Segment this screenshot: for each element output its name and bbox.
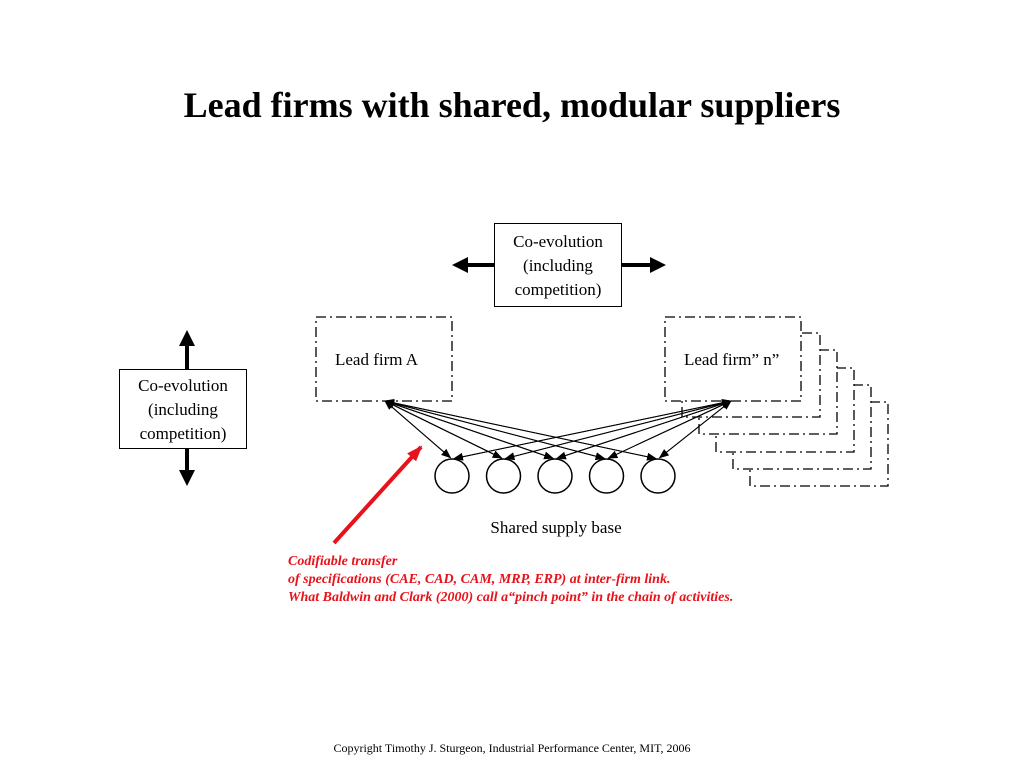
pinch-point-note: Codifiable transfer of specifications (C… xyxy=(288,553,733,607)
connection-arrow-to-supplier xyxy=(452,400,732,461)
supplier-circles xyxy=(434,458,676,494)
supplier-circle xyxy=(588,458,625,494)
coevolution-top-line-3: competition) xyxy=(514,280,602,299)
connection-arrow-to-supplier xyxy=(384,400,658,461)
copyright-footer: Copyright Timothy J. Sturgeon, Industria… xyxy=(333,741,691,755)
coevolution-top-line-2: (including xyxy=(523,256,593,275)
coevolution-left-line-2: (including xyxy=(148,400,218,419)
connection-arrow-to-supplier xyxy=(555,400,732,460)
connection-arrow-to-supplier xyxy=(384,400,452,459)
pinch-point-arrow xyxy=(332,445,423,545)
lead-firm-a-label: Lead firm A xyxy=(335,350,419,370)
note-line-1: Codifiable transfer xyxy=(288,554,398,569)
lead-firm-n-label: Lead firm” n” xyxy=(684,350,780,370)
connection-arrow-to-supplier xyxy=(504,400,732,461)
coevolution-top-line-1: Co-evolution xyxy=(513,232,603,251)
connection-arrow-to-supplier xyxy=(384,400,555,460)
coevolution-left-line-3: competition) xyxy=(139,424,227,443)
coevolution-box-left: Co-evolution (including competition) xyxy=(119,369,247,449)
note-line-2: of specifications (CAE, CAD, CAM, MRP, E… xyxy=(288,572,671,587)
note-line-3: What Baldwin and Clark (2000) call a“pin… xyxy=(288,590,734,605)
horizontal-double-arrow xyxy=(452,257,666,273)
coevolution-left-line-1: Co-evolution xyxy=(138,376,228,395)
supplier-circle xyxy=(537,458,573,494)
supplier-circle xyxy=(640,458,676,494)
supplier-circle xyxy=(485,458,522,494)
connection-arrow-to-supplier xyxy=(384,400,606,461)
shared-supply-base-label: Shared supply base xyxy=(490,518,622,537)
connection-arrow-to-supplier xyxy=(607,400,732,459)
supplier-connections xyxy=(384,398,732,461)
coevolution-box-top: Co-evolution (including competition) xyxy=(494,223,622,307)
page-title: Lead firms with shared, modular supplier… xyxy=(183,85,841,125)
connection-arrow-to-supplier xyxy=(384,400,503,459)
connection-arrow-to-supplier xyxy=(658,400,732,459)
lead-firm-stack xyxy=(664,316,889,487)
supplier-circle xyxy=(434,458,470,494)
vertical-double-arrow xyxy=(179,330,195,486)
